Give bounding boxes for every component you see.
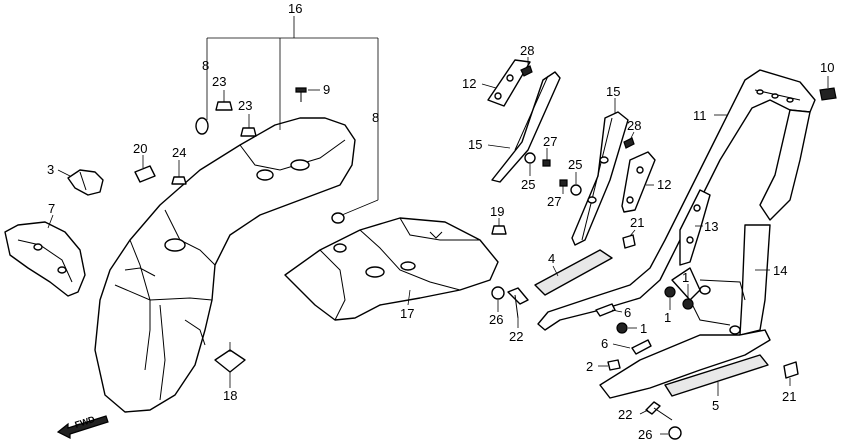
bracket-12-right bbox=[621, 151, 656, 213]
callout-13: 13 bbox=[704, 219, 718, 234]
callout-28-left: 28 bbox=[520, 43, 534, 58]
callout-10: 10 bbox=[820, 60, 834, 75]
reflector-bracket-7 bbox=[4, 214, 86, 297]
bolt-27-right bbox=[559, 179, 568, 194]
collar-26-upper bbox=[491, 286, 505, 312]
clip-6-b bbox=[612, 339, 652, 355]
callout-20: 20 bbox=[133, 141, 147, 156]
callout-14: 14 bbox=[773, 263, 787, 278]
fwd-arrow-icon: FWD bbox=[56, 414, 109, 439]
callout-27-left: 27 bbox=[543, 134, 557, 149]
label-plate-20 bbox=[134, 155, 156, 183]
rail-15-right bbox=[571, 98, 629, 246]
callout-12-right: 12 bbox=[657, 177, 671, 192]
callout-8-left: 8 bbox=[202, 58, 209, 73]
callout-24: 24 bbox=[172, 145, 186, 160]
callout-11: 11 bbox=[693, 108, 707, 123]
screw-28-left bbox=[520, 57, 533, 77]
callout-17: 17 bbox=[400, 306, 414, 321]
callout-21-upper: 21 bbox=[630, 215, 644, 230]
collar-25-left bbox=[524, 152, 536, 176]
callout-9: 9 bbox=[323, 82, 330, 97]
callout-21-lower: 21 bbox=[782, 389, 796, 404]
nut-23a bbox=[215, 90, 233, 111]
callout-1-b: 1 bbox=[682, 270, 689, 285]
nut-19 bbox=[491, 218, 507, 235]
callout-6-a: 6 bbox=[624, 305, 631, 320]
callout-23-b: 23 bbox=[238, 98, 252, 113]
collar-25-right bbox=[570, 172, 582, 196]
step-plate-4 bbox=[534, 249, 613, 296]
bracket-12-left bbox=[481, 59, 531, 107]
group-bracket-16 bbox=[206, 16, 379, 216]
screw-28-right bbox=[623, 131, 635, 149]
callout-15-right: 15 bbox=[606, 84, 620, 99]
callout-26-upper: 26 bbox=[489, 312, 503, 327]
plate-18 bbox=[214, 342, 246, 388]
callout-16: 16 bbox=[288, 1, 302, 16]
bolt-2 bbox=[598, 359, 621, 371]
callout-23-a: 23 bbox=[212, 74, 226, 89]
bolt-22-upper bbox=[507, 287, 529, 328]
callout-6-b: 6 bbox=[601, 336, 608, 351]
callout-2: 2 bbox=[586, 359, 593, 374]
cap-21-upper bbox=[622, 229, 636, 249]
callout-22-lower: 22 bbox=[618, 407, 632, 422]
callout-8-right: 8 bbox=[372, 110, 379, 125]
bolt-27-left bbox=[542, 148, 551, 167]
nut-23b bbox=[240, 114, 257, 137]
grommet-8 bbox=[195, 117, 345, 224]
collar-26-lower bbox=[660, 426, 682, 440]
rail-15-left bbox=[487, 71, 561, 183]
rear-fender bbox=[94, 117, 356, 413]
callout-4: 4 bbox=[548, 251, 555, 266]
callout-5: 5 bbox=[712, 398, 719, 413]
reflector-5 bbox=[664, 354, 769, 397]
callout-1-c: 1 bbox=[640, 321, 647, 336]
callout-25-left: 25 bbox=[521, 177, 535, 192]
cap-21-lower bbox=[783, 361, 799, 386]
bracket-13 bbox=[679, 189, 711, 266]
callout-27-right: 27 bbox=[547, 194, 561, 209]
grommet-1-a bbox=[664, 286, 676, 310]
callout-3: 3 bbox=[47, 162, 54, 177]
grab-rail-frame bbox=[537, 69, 816, 399]
callout-18: 18 bbox=[223, 388, 237, 403]
clip-3 bbox=[57, 169, 104, 196]
cap-10 bbox=[819, 76, 837, 101]
callout-7: 7 bbox=[48, 201, 55, 216]
callout-25-right: 25 bbox=[568, 157, 582, 172]
screw-9 bbox=[295, 87, 320, 102]
nut-24 bbox=[171, 160, 187, 185]
bolt-22-lower bbox=[639, 401, 673, 421]
callout-1-a: 1 bbox=[664, 310, 671, 325]
grommet-1-b bbox=[682, 284, 694, 310]
inner-fender-17 bbox=[284, 217, 499, 321]
callout-19: 19 bbox=[490, 204, 504, 219]
clip-6-a bbox=[595, 303, 623, 317]
callout-15-left: 15 bbox=[468, 137, 482, 152]
callout-26-lower: 26 bbox=[638, 427, 652, 442]
callout-12-left: 12 bbox=[462, 76, 476, 91]
callout-22-upper: 22 bbox=[509, 329, 523, 344]
callout-28-right: 28 bbox=[627, 118, 641, 133]
grommet-1-c bbox=[616, 322, 637, 334]
